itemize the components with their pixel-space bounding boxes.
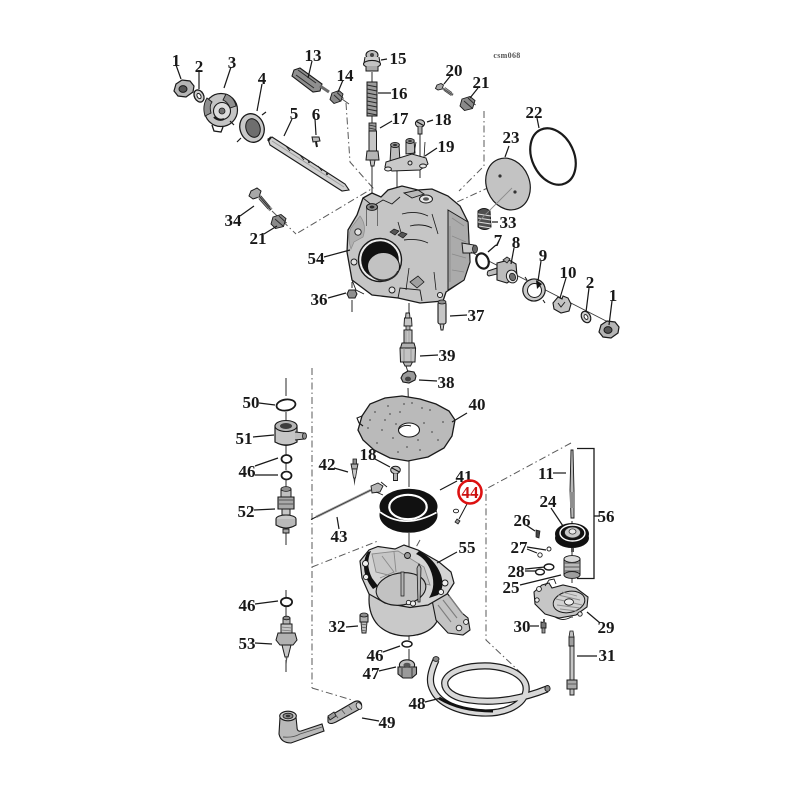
svg-text:51: 51 xyxy=(236,429,253,448)
svg-text:8: 8 xyxy=(512,233,521,252)
svg-text:14: 14 xyxy=(337,66,355,85)
svg-text:39: 39 xyxy=(439,346,456,365)
svg-text:52: 52 xyxy=(238,502,255,521)
svg-text:46: 46 xyxy=(239,596,256,615)
svg-text:49: 49 xyxy=(379,713,396,732)
svg-text:3: 3 xyxy=(228,53,237,72)
svg-text:25: 25 xyxy=(503,578,520,597)
svg-text:18: 18 xyxy=(435,110,452,129)
svg-text:47: 47 xyxy=(363,664,381,683)
svg-text:6: 6 xyxy=(312,105,321,124)
svg-text:27: 27 xyxy=(511,538,529,557)
svg-text:21: 21 xyxy=(473,73,490,92)
svg-text:22: 22 xyxy=(526,103,543,122)
svg-text:43: 43 xyxy=(331,527,348,546)
svg-text:46: 46 xyxy=(239,462,256,481)
svg-text:19: 19 xyxy=(438,137,455,156)
svg-text:50: 50 xyxy=(243,393,260,412)
svg-text:23: 23 xyxy=(503,128,520,147)
svg-text:1: 1 xyxy=(172,51,181,70)
svg-text:33: 33 xyxy=(500,213,517,232)
svg-text:20: 20 xyxy=(446,61,463,80)
svg-text:15: 15 xyxy=(390,49,407,68)
svg-text:1: 1 xyxy=(609,286,618,305)
svg-text:46: 46 xyxy=(367,646,384,665)
svg-text:42: 42 xyxy=(319,455,336,474)
svg-text:48: 48 xyxy=(409,694,426,713)
svg-text:17: 17 xyxy=(392,109,410,128)
svg-text:2: 2 xyxy=(195,57,204,76)
svg-text:55: 55 xyxy=(459,538,476,557)
svg-text:32: 32 xyxy=(329,617,346,636)
svg-text:31: 31 xyxy=(599,646,616,665)
svg-text:36: 36 xyxy=(311,290,328,309)
svg-text:11: 11 xyxy=(538,464,554,483)
svg-text:28: 28 xyxy=(508,562,525,581)
svg-text:53: 53 xyxy=(239,634,256,653)
svg-text:18: 18 xyxy=(360,445,377,464)
svg-text:10: 10 xyxy=(560,263,577,282)
svg-text:40: 40 xyxy=(469,395,486,414)
svg-text:13: 13 xyxy=(305,46,322,65)
svg-text:56: 56 xyxy=(598,507,615,526)
svg-text:44: 44 xyxy=(462,483,480,502)
svg-text:30: 30 xyxy=(514,617,531,636)
svg-text:csm068: csm068 xyxy=(493,51,520,60)
svg-text:26: 26 xyxy=(514,511,531,530)
svg-text:7: 7 xyxy=(494,231,503,250)
svg-text:16: 16 xyxy=(391,84,408,103)
svg-text:24: 24 xyxy=(540,492,558,511)
svg-text:38: 38 xyxy=(438,373,455,392)
svg-text:29: 29 xyxy=(598,618,615,637)
svg-text:37: 37 xyxy=(468,306,486,325)
svg-text:4: 4 xyxy=(258,69,267,88)
svg-text:21: 21 xyxy=(250,229,267,248)
svg-text:9: 9 xyxy=(539,246,548,265)
svg-text:2: 2 xyxy=(586,273,595,292)
svg-text:54: 54 xyxy=(308,249,326,268)
svg-text:5: 5 xyxy=(290,104,299,123)
svg-text:34: 34 xyxy=(225,211,243,230)
